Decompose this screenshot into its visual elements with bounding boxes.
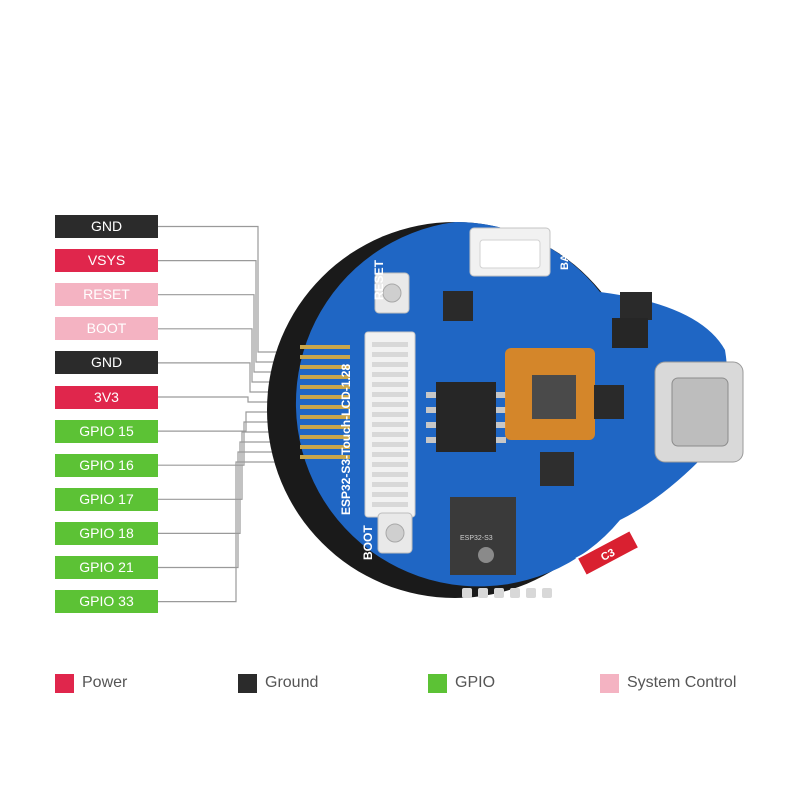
header-pin: [300, 365, 350, 369]
pin-label: RESET: [55, 283, 158, 307]
fpc-contact: [372, 452, 408, 457]
header-pin: [300, 405, 350, 409]
fpc-contact: [372, 352, 408, 357]
pin-label: GPIO 33: [55, 590, 158, 614]
flash-chip-leads: [426, 392, 506, 443]
reset-silkscreen: RESET: [372, 259, 386, 300]
capacitor-c3-label: C3: [599, 547, 617, 564]
espressif-logo-icon: [478, 547, 494, 563]
inductor: [612, 318, 648, 348]
header-pin: [300, 385, 350, 389]
pin-label: VSYS: [55, 249, 158, 273]
header-pin: [300, 455, 350, 459]
header-pin: [300, 425, 350, 429]
fpc-contact: [372, 342, 408, 347]
capacitor-c3-body: [575, 528, 641, 578]
fpc-contact: [372, 442, 408, 447]
header-pin: [300, 355, 350, 359]
fpc-contact: [372, 402, 408, 407]
pin-label: 3V3: [55, 385, 158, 409]
bottom-pads: [462, 588, 552, 598]
esp32-chip-marking: ESP32-S3: [460, 535, 493, 542]
header-pin: [300, 375, 350, 379]
flash-lead: [496, 422, 506, 428]
flash-lead: [426, 392, 436, 398]
legend-item: Power: [55, 670, 127, 696]
pin-label: GND: [55, 351, 158, 375]
pin-label: GPIO 17: [55, 487, 158, 511]
header-pin: [300, 435, 350, 439]
fpc-contact: [372, 422, 408, 427]
regulator-chip: [620, 292, 652, 320]
flash-lead: [426, 437, 436, 443]
legend-item: Ground: [238, 670, 318, 696]
capacitor-c3: C3: [575, 528, 641, 578]
model-silkscreen: ESP32-S3-Touch-LCD-1.28: [339, 364, 353, 515]
legend-label: Power: [82, 674, 128, 691]
header-pin: [300, 415, 350, 419]
fpc-contact: [372, 462, 408, 467]
pin-label: GPIO 18: [55, 521, 158, 545]
pin-label: BOOT: [55, 317, 158, 341]
legend: Power Ground GPIO System Control: [55, 670, 775, 696]
bottom-pad: [542, 588, 552, 598]
battery-connector-socket: [479, 239, 541, 269]
legend-label: System Control: [627, 674, 737, 691]
header-pin-row: [300, 345, 350, 459]
fpc-contact: [372, 432, 408, 437]
legend-swatch: [55, 673, 74, 693]
boot-button-cap: [385, 523, 405, 543]
flash-lead: [426, 407, 436, 413]
bottom-pad: [478, 588, 488, 598]
fpc-contact: [372, 492, 408, 497]
bottom-pad: [510, 588, 520, 598]
bat-silkscreen: BAT: [559, 248, 571, 270]
flash-lead: [496, 392, 506, 398]
fpc-contact: [372, 372, 408, 377]
fpc-contact: [372, 412, 408, 417]
header-pin: [300, 395, 350, 399]
boot-silkscreen: BOOT: [361, 525, 375, 560]
legend-item: System Control: [600, 670, 736, 696]
battery-plus-mark: +: [489, 215, 496, 229]
flash-lead: [496, 407, 506, 413]
legend-swatch: [600, 673, 619, 693]
pin-label: GND: [55, 215, 158, 238]
bottom-pad: [494, 588, 504, 598]
usb-c-opening: [671, 377, 729, 447]
legend-item: GPIO: [428, 670, 495, 696]
pin-label: GPIO 15: [55, 419, 158, 443]
small-ic: [540, 452, 574, 486]
fpc-contact: [372, 392, 408, 397]
battery-minus-mark: −: [512, 215, 519, 229]
reset-button-cap: [382, 283, 402, 303]
header-pin: [300, 345, 350, 349]
legend-label: GPIO: [455, 674, 496, 691]
legend-swatch: [428, 673, 447, 693]
fpc-contact: [372, 362, 408, 367]
fpc-contact: [372, 502, 408, 507]
fpc-contact: [372, 482, 408, 487]
touch-controller-chip: [532, 375, 576, 419]
legend-label: Ground: [265, 674, 319, 691]
flash-lead: [426, 422, 436, 428]
flash-chip: [436, 382, 496, 452]
fpc-contacts: [372, 342, 408, 507]
pin-label: GPIO 21: [55, 556, 158, 579]
legend-swatch: [238, 673, 257, 693]
fpc-contact: [372, 472, 408, 477]
bottom-pad: [526, 588, 536, 598]
header-pin: [300, 445, 350, 449]
pin-label: GPIO 16: [55, 453, 158, 477]
bottom-pad: [462, 588, 472, 598]
flash-lead: [496, 437, 506, 443]
fpc-contact: [372, 382, 408, 387]
power-ic: [594, 385, 624, 419]
imu-chip: [443, 291, 473, 321]
